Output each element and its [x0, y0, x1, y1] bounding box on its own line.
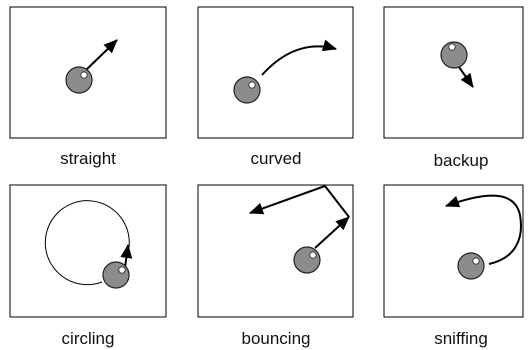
robot-ball-icon: [65, 66, 93, 94]
caption-bouncing: bouncing: [241, 329, 310, 348]
robot-ball-icon: [102, 261, 130, 289]
panel-sniffing: sniffing: [383, 184, 524, 348]
robot-ball-icon: [293, 246, 321, 274]
circling-arrow: [120, 244, 133, 269]
panel-bouncing: bouncing: [197, 184, 354, 348]
caption-backup: backup: [434, 151, 489, 170]
panel-backup: backup: [383, 6, 524, 170]
panel-curved: curved: [197, 6, 354, 168]
caption-circling: circling: [62, 329, 115, 348]
robot-ball-icon: [233, 76, 261, 104]
bouncing-arrow-3: [249, 185, 326, 215]
caption-straight: straight: [60, 149, 116, 168]
straight-arrow: [85, 39, 118, 71]
curved-arrow: [261, 39, 337, 76]
circling-path: [44, 200, 130, 286]
panel-circling: circling: [9, 184, 167, 348]
panel-bouncing-frame: [197, 184, 354, 318]
panel-straight-frame: [9, 6, 167, 139]
robot-ball-icon: [457, 252, 485, 280]
panel-circling-frame: [9, 184, 167, 318]
sniffing-arrow: [445, 194, 522, 265]
panel-backup-frame: [383, 6, 524, 139]
bouncing-arrow-1: [314, 216, 350, 249]
bouncing-segment-2: [324, 185, 350, 218]
panel-sniffing-frame: [383, 184, 524, 318]
panel-curved-frame: [197, 6, 354, 139]
panel-straight: straight: [9, 6, 167, 168]
caption-curved: curved: [250, 149, 301, 168]
caption-sniffing: sniffing: [434, 329, 488, 348]
robot-ball-icon: [440, 41, 468, 69]
backup-arrow: [458, 66, 474, 88]
